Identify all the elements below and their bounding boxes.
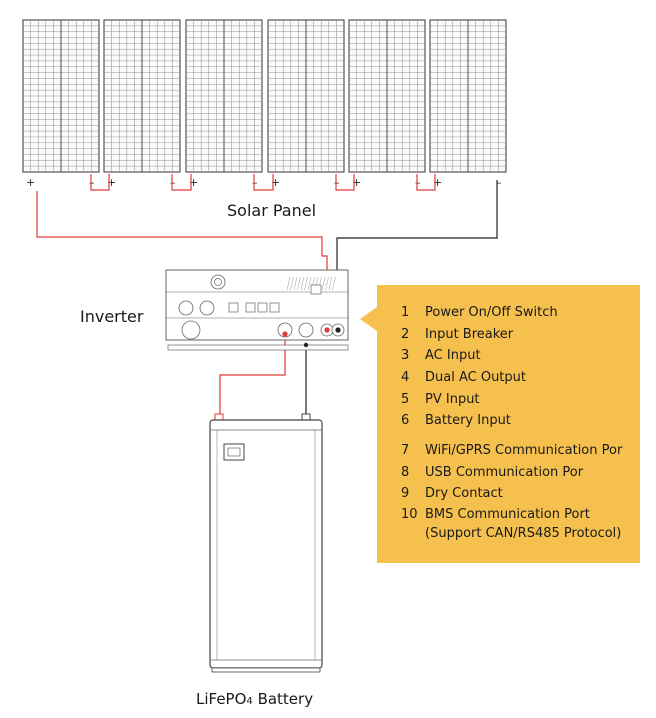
legend-item-text: Input Breaker xyxy=(425,327,514,342)
legend-item: 8 USB Communication Por xyxy=(401,465,583,480)
battery-positive-wire xyxy=(219,334,286,414)
legend-box: 1 Power On/Off Switch 2 Input Breaker 3 AC In… xyxy=(377,285,640,563)
panel-minus-terminal: – xyxy=(334,176,340,189)
battery-label-tail: Battery xyxy=(252,690,314,708)
legend-item-number: 7 xyxy=(401,443,410,458)
legend-item: 3 AC Input xyxy=(401,348,481,363)
legend-item: 1 Power On/Off Switch xyxy=(401,305,558,320)
legend-item: 4 Dual AC Output xyxy=(401,370,526,385)
legend-item: 2 Input Breaker xyxy=(401,327,513,342)
legend-item-number: 4 xyxy=(401,370,410,385)
legend-item: 5 PV Input xyxy=(401,392,480,407)
panel-plus-terminal: + xyxy=(26,176,35,189)
legend-item-text: PV Input xyxy=(425,392,480,407)
legend-item-number: 9 xyxy=(401,486,410,501)
panel-plus-terminal: + xyxy=(271,176,280,189)
solar-panel xyxy=(103,19,181,173)
battery-label: LiFePO4 Battery xyxy=(196,690,313,708)
battery-label-subscript: 4 xyxy=(246,696,253,707)
legend-pointer xyxy=(360,307,377,331)
legend-item-number: 5 xyxy=(401,392,410,407)
solar-panel-array: +–+–+–+–+–+– xyxy=(22,19,507,189)
series-link-wire xyxy=(416,174,436,191)
solar-panel xyxy=(267,19,345,173)
battery-label-main: LiFePO xyxy=(196,690,247,708)
legend-item-text: USB Communication Por xyxy=(425,465,584,480)
legend-item-text: Dual AC Output xyxy=(425,370,526,385)
legend-item-text: BMS Communication Port xyxy=(425,507,590,522)
legend-item-number: 1 xyxy=(401,305,410,320)
legend-item: 7 WiFi/GPRS Communication Por xyxy=(401,443,622,458)
series-link-wire xyxy=(335,174,355,191)
series-link-wire xyxy=(253,174,274,191)
legend-item-text: Power On/Off Switch xyxy=(425,305,558,320)
legend-item-text: WiFi/GPRS Communication Por xyxy=(425,443,623,458)
inverter-label: Inverter xyxy=(80,307,144,326)
legend-item-subtext: (Support CAN/RS485 Protocol) xyxy=(425,526,622,541)
legend-item: 10 BMS Communication Port (Support CAN/RS4… xyxy=(401,507,621,541)
legend-item-number: 6 xyxy=(401,413,410,428)
solar-panel-label: Solar Panel xyxy=(227,201,317,220)
panel-minus-terminal: – xyxy=(170,176,176,189)
panel-minus-terminal: – xyxy=(89,176,95,189)
series-link-wire xyxy=(171,174,192,191)
panel-plus-terminal: + xyxy=(107,176,116,189)
legend-item-text: Dry Contact xyxy=(425,486,503,501)
pv-positive-wire xyxy=(36,191,328,330)
battery-unit xyxy=(209,413,323,673)
panel-minus-terminal: – xyxy=(496,176,502,189)
panel-minus-terminal: – xyxy=(415,176,421,189)
panel-plus-terminal: + xyxy=(433,176,442,189)
legend-item-number: 2 xyxy=(401,327,410,342)
series-link-wire xyxy=(90,174,110,191)
inverter-unit xyxy=(165,269,349,351)
panel-minus-terminal: – xyxy=(252,176,258,189)
legend-item-text: AC Input xyxy=(425,348,481,363)
panel-plus-terminal: + xyxy=(189,176,198,189)
legend-item-number: 10 xyxy=(401,507,418,522)
panel-plus-terminal: + xyxy=(352,176,361,189)
solar-panel xyxy=(22,19,100,173)
solar-panel xyxy=(185,19,263,173)
legend-item: 9 Dry Contact xyxy=(401,486,503,501)
legend-item-text: Battery Input xyxy=(425,413,511,428)
solar-panel xyxy=(348,19,426,173)
legend-item-number: 8 xyxy=(401,465,410,480)
legend-item: 6 Battery Input xyxy=(401,413,511,428)
solar-panel xyxy=(429,19,507,173)
legend-item-number: 3 xyxy=(401,348,410,363)
